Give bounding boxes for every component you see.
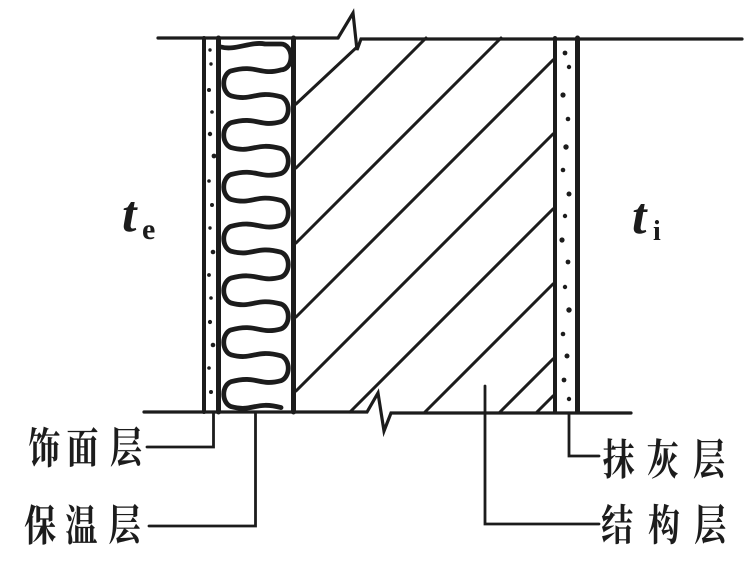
svg-text:t: t	[632, 188, 648, 245]
svg-text:i: i	[653, 216, 661, 247]
svg-text:e: e	[142, 213, 155, 246]
svg-text:t: t	[122, 186, 138, 243]
